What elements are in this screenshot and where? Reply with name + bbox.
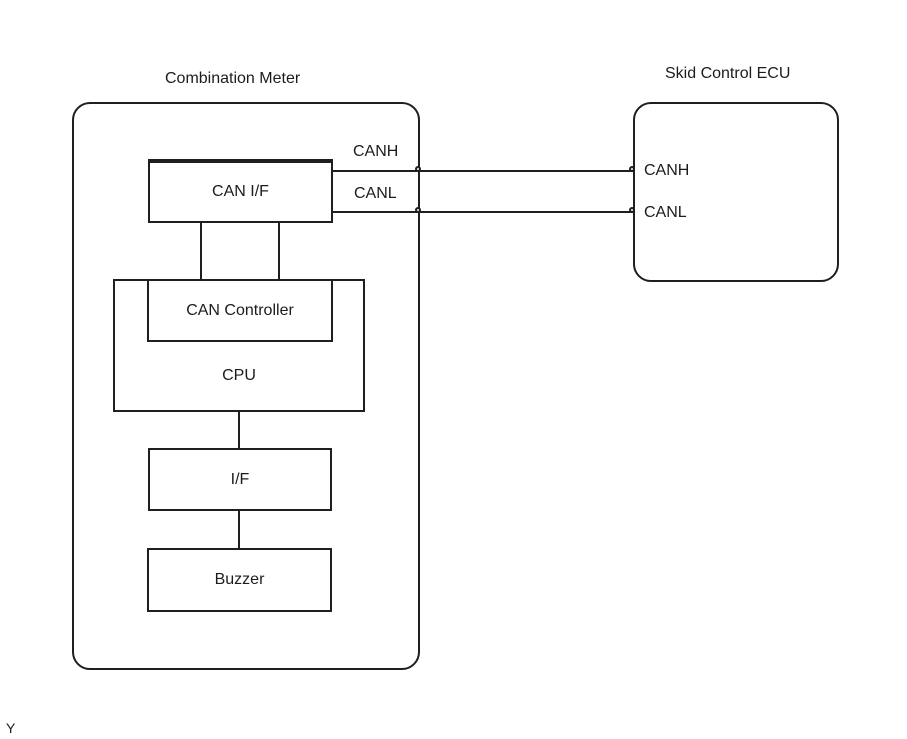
canh-node-meter	[415, 166, 421, 172]
meter-canl-label: CANL	[354, 185, 397, 202]
canl-node-ecu	[629, 207, 635, 213]
combination-meter-title: Combination Meter	[165, 70, 301, 87]
canh-node-ecu	[629, 166, 635, 172]
if-block: I/F	[148, 448, 332, 511]
canl-bus-line	[333, 211, 634, 213]
ecu-canl-label: CANL	[644, 204, 687, 221]
meter-canh-label: CANH	[353, 143, 399, 160]
ecu-canh-label: CANH	[644, 162, 690, 179]
connector-cpu-if	[238, 411, 240, 448]
cpu-label: CPU	[222, 367, 256, 384]
canh-bus-line	[333, 170, 634, 172]
skid-control-ecu-title: Skid Control ECU	[665, 65, 791, 82]
can-if-block: CAN I/F	[148, 159, 333, 223]
can-controller-block: CAN Controller	[147, 279, 333, 342]
page-marker-text: Y	[6, 720, 16, 736]
canl-node-meter	[415, 207, 421, 213]
connector-canif-controller-left	[200, 222, 202, 279]
connector-canif-controller-right	[278, 222, 280, 279]
skid-control-ecu-container	[633, 102, 839, 282]
connector-if-buzzer	[238, 510, 240, 548]
buzzer-block: Buzzer	[147, 548, 332, 612]
